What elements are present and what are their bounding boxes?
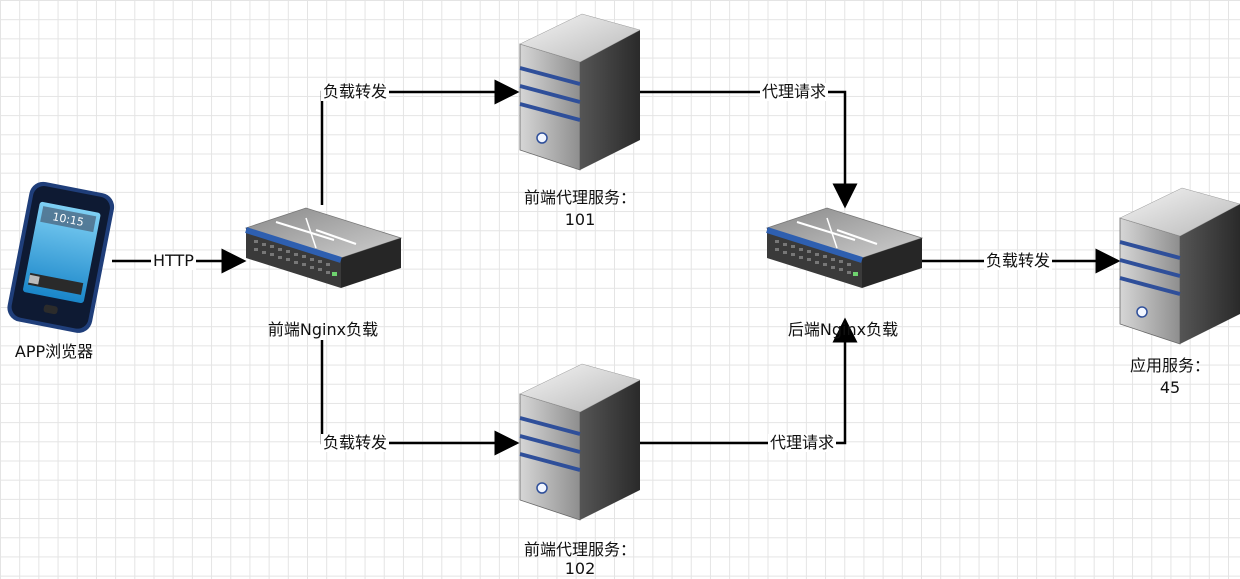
app-service-server-icon [1118,186,1240,346]
node-label-proxy-102-line2: 102 [564,559,596,578]
edge-label-lb-bottom: 负载转发 [321,433,390,452]
phone-clock: 10:15 [51,210,85,229]
edge-label-proxy-top: 代理请求 [760,82,829,101]
node-label-proxy-101-line1: 前端代理服务： [523,188,636,207]
front-nginx-switch-icon [246,208,401,288]
edge-lb-bottom-arrow [320,340,520,456]
node-label-app-service-line1: 应用服务： [1129,356,1210,375]
node-label-app: APP浏览器 [14,342,94,361]
edge-label-lb-top: 负载转发 [321,82,390,101]
edge-proxy-top-arrow [640,90,858,209]
proxy-101-server-icon [518,12,642,172]
edge-label-lb-out: 负载转发 [984,251,1053,270]
phone-icon: 10:15 [7,181,115,333]
edge-label-http: HTTP [151,251,196,270]
node-label-back-nginx: 后端Nginx负载 [787,320,899,339]
node-label-front-nginx: 前端Nginx负载 [267,320,379,339]
node-label-proxy-101-line2: 101 [564,210,596,229]
node-label-proxy-102-line1: 前端代理服务： [523,540,636,559]
edge-proxy-bottom-arrow [640,317,858,445]
node-label-app-service-line2: 45 [1159,378,1181,397]
back-nginx-switch-icon [767,208,922,288]
edge-label-proxy-bottom: 代理请求 [768,433,837,452]
proxy-102-server-icon [518,362,642,522]
edge-lb-top-arrow [320,79,520,205]
